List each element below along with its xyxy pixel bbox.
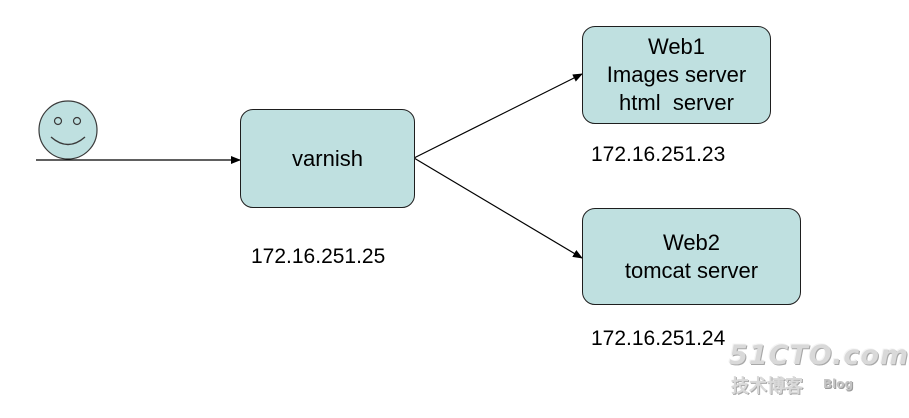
- web1-node-title: Web1: [647, 34, 706, 59]
- watermark-site: 51CTO.com: [729, 340, 909, 371]
- connector-layer: [36, 73, 583, 259]
- watermark-subtitle: 技术博客: [731, 376, 803, 397]
- web2-node: Web2 tomcat server: [582, 208, 801, 305]
- web1-node-role-images: Images server: [606, 62, 747, 87]
- varnish-node: varnish: [240, 109, 415, 208]
- web2-node-title: Web2: [662, 229, 721, 255]
- diagram-canvas: varnish Web1 Images server html server W…: [36, 26, 909, 397]
- smiley-face-icon: [38, 100, 98, 160]
- watermark-blog: Blog: [823, 377, 854, 391]
- varnish-ip-label: 172.16.251.25: [251, 245, 386, 268]
- arrow-varnish-to-web2: [413, 157, 583, 259]
- web2-ip-label: 172.16.251.24: [591, 327, 726, 350]
- web2-node-role-tomcat: tomcat server: [624, 257, 759, 283]
- web1-node-role-html: html server: [619, 90, 734, 115]
- varnish-node-label: varnish: [292, 145, 363, 171]
- arrow-varnish-to-web1: [413, 73, 583, 159]
- web1-ip-label: 172.16.251.23: [591, 143, 726, 166]
- web1-node: Web1 Images server html server: [582, 26, 771, 124]
